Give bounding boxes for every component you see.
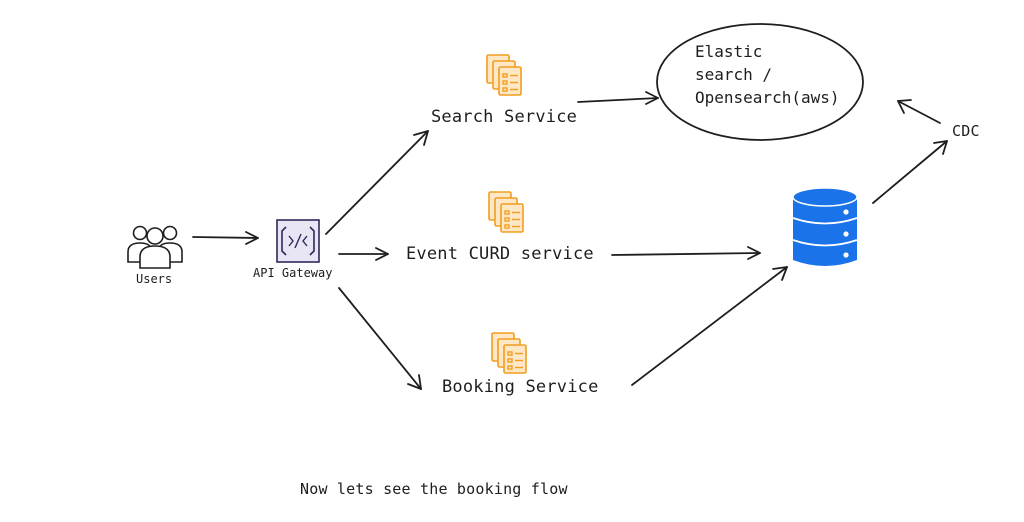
elasticsearch-label: Elastic search / Opensearch(aws): [695, 40, 840, 109]
users-icon: [127, 225, 183, 269]
arrow-booking-to-database: [631, 266, 788, 386]
event-service-label: Event CURD service: [406, 244, 594, 264]
api-gateway-icon: [276, 219, 320, 263]
service-icon: [491, 332, 527, 374]
service-icon: [488, 191, 524, 233]
users-label: Users: [136, 272, 173, 286]
cdc-label: CDC: [952, 122, 980, 140]
service-icon: [486, 54, 522, 96]
arrow-gateway-to-event: [338, 247, 389, 261]
arrow-gateway-to-search: [325, 130, 429, 235]
api-gateway-label: API Gateway: [253, 266, 333, 280]
database-icon: [792, 187, 858, 266]
elasticsearch-line-2: search /: [695, 65, 773, 84]
arrow-event-to-database: [611, 246, 761, 260]
footer-note: Now lets see the booking flow: [300, 480, 568, 498]
elasticsearch-node: [656, 23, 864, 141]
elasticsearch-line-1: Elastic: [695, 42, 763, 61]
arrow-users-to-gateway: [192, 231, 259, 245]
elasticsearch-line-3: Opensearch(aws): [695, 88, 840, 107]
arrow-search-to-elastic: [577, 91, 659, 105]
search-service-label: Search Service: [431, 107, 578, 127]
arrow-cdc-to-elastic: [897, 99, 941, 124]
booking-service-label: Booking Service: [442, 377, 599, 397]
arrow-database-to-cdc: [872, 140, 948, 204]
arrow-gateway-to-booking: [338, 287, 422, 390]
